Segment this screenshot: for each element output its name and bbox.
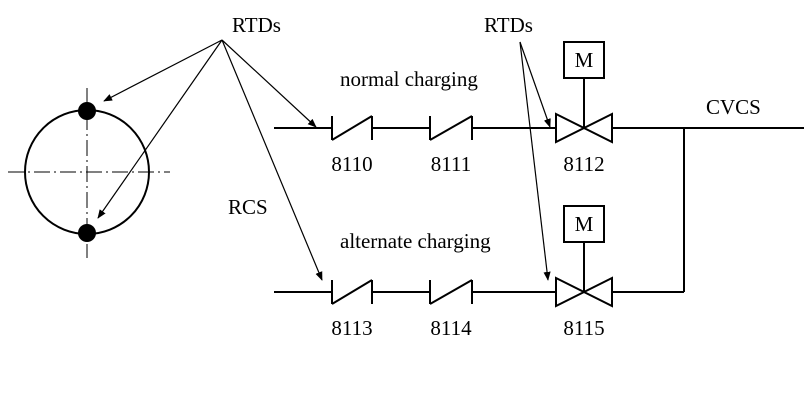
- motor-valve-8115: M: [555, 205, 613, 308]
- rtds-left-label: RTDs: [232, 13, 281, 37]
- rtd-well-bottom: [78, 224, 96, 242]
- cvcs-label: CVCS: [706, 95, 761, 119]
- motor-top-label: M: [575, 48, 594, 72]
- rtds-right-label: RTDs: [484, 13, 533, 37]
- valve-label-8115: 8115: [563, 316, 604, 340]
- rtds-right-arrows: [519, 41, 551, 281]
- arrow-to-top-well: [103, 39, 223, 102]
- motor-valve-8112: M: [555, 41, 613, 144]
- normal-charging-line: M: [274, 41, 804, 144]
- check-valve-8113: [331, 279, 373, 305]
- arrow-to-valve-8112: [519, 41, 551, 128]
- valve-label-8114: 8114: [430, 316, 472, 340]
- rtd-well-top: [78, 102, 96, 120]
- valve-label-8111: 8111: [431, 152, 471, 176]
- valve-label-8113: 8113: [331, 316, 372, 340]
- check-valve-8110: [331, 115, 373, 141]
- motor-actuator-top: [563, 41, 605, 79]
- pipe-cross-section: [8, 88, 170, 258]
- valve-label-8112: 8112: [563, 152, 604, 176]
- valve-label-8110: 8110: [331, 152, 372, 176]
- arrow-to-alternate-line: [221, 39, 323, 281]
- check-valve-8111: [429, 115, 473, 141]
- rtds-left-arrows: [97, 39, 323, 281]
- arrow-to-bottom-well: [97, 39, 223, 219]
- motor-actuator-bottom: [563, 205, 605, 243]
- normal-charging-label: normal charging: [340, 67, 478, 91]
- rcs-label: RCS: [228, 195, 268, 219]
- alternate-charging-label: alternate charging: [340, 229, 491, 253]
- arrow-to-normal-line: [221, 39, 317, 128]
- alternate-charging-line: M: [274, 128, 685, 308]
- motor-bottom-label: M: [575, 212, 594, 236]
- arrow-to-valve-8115: [519, 41, 551, 281]
- check-valve-8114: [429, 279, 473, 305]
